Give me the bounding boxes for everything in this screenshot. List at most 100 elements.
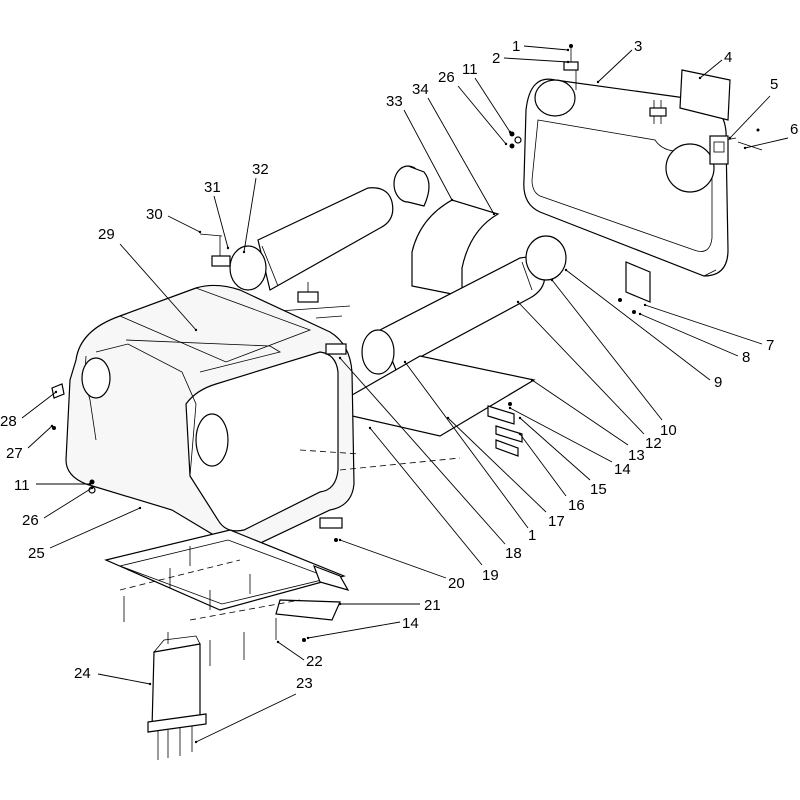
coupler-upper <box>393 165 430 207</box>
callout-c20: 20 <box>448 575 465 592</box>
leader-tip-c22 <box>276 640 280 644</box>
leader-line-c20 <box>339 539 447 579</box>
leader-line-c8 <box>639 313 739 357</box>
leader-line-c1b <box>404 361 529 529</box>
leader-tip-c7 <box>643 303 647 307</box>
leader-line-c2 <box>503 57 569 63</box>
leader-line-c12 <box>517 301 645 435</box>
leader-line-c15 <box>519 417 591 481</box>
callout-c9: 9 <box>714 374 722 391</box>
leader-tip-c13 <box>530 378 534 382</box>
leader-line-c5 <box>729 95 771 139</box>
leader-tip-c6 <box>743 146 747 150</box>
leader-tip-c3 <box>596 80 600 84</box>
leader-tip-c28 <box>54 390 58 394</box>
leader-tip-c26b <box>90 486 94 490</box>
callout-c10: 10 <box>660 422 677 439</box>
callout-c5: 5 <box>770 76 778 93</box>
leader-tip-c2 <box>566 60 570 64</box>
callout-c13: 13 <box>628 447 645 464</box>
callout-c34: 34 <box>412 81 429 98</box>
leader-tip-c18 <box>338 356 342 360</box>
callout-c30: 30 <box>146 206 163 223</box>
leader-tip-c11a <box>508 130 512 134</box>
leader-line-c4 <box>699 59 723 79</box>
callout-layer: 1234567891011121314151617118192021142223… <box>0 38 798 744</box>
decal-plate <box>679 69 731 121</box>
leader-line-c22 <box>277 641 305 661</box>
leader-tip-c20 <box>338 538 342 542</box>
top-hardware <box>563 44 667 124</box>
leader-line-c14a <box>509 407 613 463</box>
leader-tip-c4 <box>698 76 702 80</box>
leader-tip-c16 <box>518 432 522 436</box>
leader-line-c24 <box>97 673 151 685</box>
rear-panel <box>523 78 737 277</box>
leader-line-c31 <box>213 195 229 249</box>
leader-line-c9 <box>565 269 711 381</box>
leader-tip-c1a <box>566 48 570 52</box>
callout-c14b: 14 <box>402 615 419 632</box>
leader-line-c14b <box>307 621 401 639</box>
callout-c14a: 14 <box>614 461 631 478</box>
leader-line-c26a <box>457 85 507 145</box>
callout-c19: 19 <box>482 567 499 584</box>
leader-tip-c15 <box>518 416 522 420</box>
leader-line-c19 <box>369 427 483 566</box>
callout-c8: 8 <box>742 349 750 366</box>
base-frame <box>104 517 350 621</box>
callout-c26b: 26 <box>22 512 39 529</box>
leader-tip-c25 <box>138 506 142 510</box>
callout-c1b: 1 <box>528 527 536 544</box>
callout-c3: 3 <box>634 38 642 55</box>
leader-line-c27 <box>27 425 53 449</box>
leader-tip-c11b <box>88 482 92 486</box>
washer-stack-top <box>509 131 522 149</box>
leader-line-c26b <box>43 487 93 519</box>
callout-c12: 12 <box>645 435 662 452</box>
leader-tip-c1b <box>403 360 407 364</box>
callout-c31: 31 <box>204 179 221 196</box>
leader-tip-c9 <box>564 268 568 272</box>
heat-shield <box>411 199 500 297</box>
callout-c4: 4 <box>724 49 732 66</box>
callout-c28: 28 <box>0 413 17 430</box>
leader-line-c13 <box>531 379 629 446</box>
leader-line-c11a <box>474 77 511 133</box>
leader-tip-c27 <box>50 424 54 428</box>
upper-muffler <box>229 187 394 291</box>
leader-tip-c33 <box>450 198 454 202</box>
leader-line-c18 <box>339 357 506 545</box>
callout-c27: 27 <box>6 445 23 462</box>
leader-line-c1a <box>523 45 569 51</box>
small-plates <box>487 402 523 457</box>
leader-tip-c21 <box>338 602 342 606</box>
latch-assembly <box>709 128 763 165</box>
hood-latch <box>51 383 65 430</box>
callout-c7: 7 <box>766 337 774 354</box>
lower-muffler <box>361 235 567 375</box>
callout-c6: 6 <box>790 121 798 138</box>
callout-c18: 18 <box>505 545 522 562</box>
support-stand <box>147 632 207 760</box>
leader-line-c32 <box>243 177 257 253</box>
leader-tip-c8 <box>638 312 642 316</box>
callout-c26a: 26 <box>438 69 455 86</box>
callout-c25: 25 <box>28 545 45 562</box>
callout-c32: 32 <box>252 161 269 178</box>
leader-tip-c26a <box>504 142 508 146</box>
leader-line-c34 <box>427 97 495 215</box>
leader-line-c29 <box>119 243 197 331</box>
leader-tip-c30 <box>198 230 202 234</box>
callout-c16: 16 <box>568 497 585 514</box>
callout-c21: 21 <box>424 597 441 614</box>
leader-tip-c10 <box>550 278 554 282</box>
main-hood <box>65 284 461 551</box>
leader-tip-c5 <box>728 136 732 140</box>
callout-c24: 24 <box>74 665 91 682</box>
leader-line-c6 <box>744 137 789 149</box>
leader-line-c10 <box>551 279 663 421</box>
leader-line-c7 <box>644 304 763 345</box>
leader-tip-c19 <box>368 426 372 430</box>
